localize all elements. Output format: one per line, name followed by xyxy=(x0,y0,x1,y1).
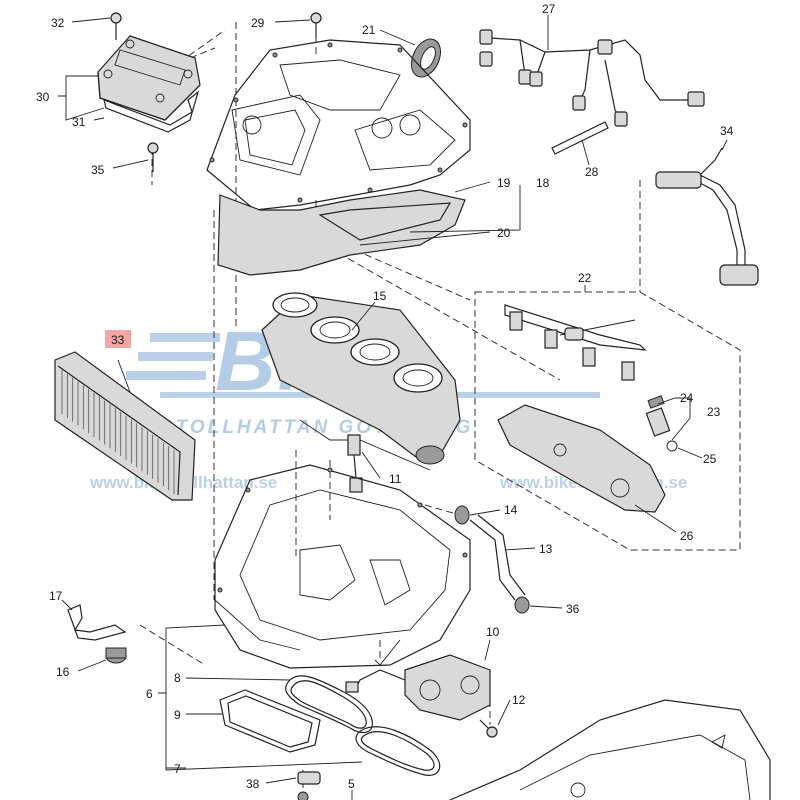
callout-9: 9 xyxy=(174,708,181,722)
callout-10: 10 xyxy=(486,625,500,639)
part-33-air-filter xyxy=(54,351,196,501)
part-x-screw xyxy=(297,791,309,800)
part-7-gasket xyxy=(355,726,441,776)
part-26-injector-holder xyxy=(497,404,666,513)
part-20-lower-shell xyxy=(217,189,466,276)
callout-29: 29 xyxy=(251,16,265,30)
part-16-damper xyxy=(105,647,127,664)
callout-31: 31 xyxy=(72,115,86,129)
part-27-wire-harness xyxy=(479,29,705,127)
part-17-bracket xyxy=(67,604,127,641)
callout-14: 14 xyxy=(504,503,518,517)
callout-38: 38 xyxy=(246,777,260,791)
callout-33: 33 xyxy=(111,333,125,347)
part-30-air-cover xyxy=(97,35,201,121)
callout-35: 35 xyxy=(91,163,105,177)
callout-26: 26 xyxy=(680,529,694,543)
filter-pleats xyxy=(61,370,175,494)
callout-23: 23 xyxy=(707,405,721,419)
callout-32: 32 xyxy=(51,16,65,30)
part-23-injector xyxy=(645,395,671,437)
callout-8: 8 xyxy=(174,671,181,685)
leader-lines xyxy=(58,15,728,800)
part-25-ring xyxy=(666,440,678,452)
callout-22: 22 xyxy=(578,271,592,285)
callout-21: 21 xyxy=(362,23,376,37)
part-28-rod xyxy=(551,121,609,155)
part-35-bolt xyxy=(147,142,159,172)
part-36-clamp xyxy=(514,596,530,614)
callout-18: 18 xyxy=(536,176,550,190)
part-6-lower-airbox xyxy=(214,464,471,669)
part-32-bolt xyxy=(110,12,122,40)
callout-labels: 32 29 21 27 30 31 35 34 28 19 18 20 22 1… xyxy=(36,2,734,791)
part-8-gasket xyxy=(285,675,373,734)
part-31-gasket xyxy=(103,90,200,133)
part-12-screw xyxy=(479,719,498,738)
part-15-throttle-bodies xyxy=(261,292,461,471)
part-18-upper-airbox xyxy=(206,39,471,211)
callout-20: 20 xyxy=(497,226,511,240)
callout-33-highlight xyxy=(105,330,131,348)
part-9-gasket xyxy=(219,689,321,753)
callout-5: 5 xyxy=(348,777,355,791)
callout-17: 17 xyxy=(49,589,63,603)
part-10-valve xyxy=(345,654,491,721)
part-34-fuel-hose xyxy=(655,147,759,286)
callout-34: 34 xyxy=(720,124,734,138)
callout-30: 30 xyxy=(36,90,50,104)
callout-11: 11 xyxy=(389,472,402,486)
part-22-fuel-rail xyxy=(504,304,647,381)
callout-25: 25 xyxy=(703,452,717,466)
callout-19: 19 xyxy=(497,176,511,190)
callout-24: 24 xyxy=(680,391,694,405)
callout-16: 16 xyxy=(56,665,70,679)
callout-6: 6 xyxy=(146,687,153,701)
callout-15: 15 xyxy=(373,289,387,303)
part-21-grommet xyxy=(410,38,442,78)
part-5-panel xyxy=(449,699,771,800)
callout-36: 36 xyxy=(566,602,580,616)
part-38-clip xyxy=(297,771,321,785)
part-13-hose xyxy=(469,514,526,601)
callout-27: 27 xyxy=(542,2,556,16)
callout-28: 28 xyxy=(585,165,599,179)
part-29-screw xyxy=(310,12,322,38)
callout-13: 13 xyxy=(539,542,553,556)
part-11-sensor xyxy=(347,434,363,493)
callout-7: 7 xyxy=(174,762,181,776)
callout-12: 12 xyxy=(512,693,526,707)
part-14-clamp xyxy=(454,505,470,525)
